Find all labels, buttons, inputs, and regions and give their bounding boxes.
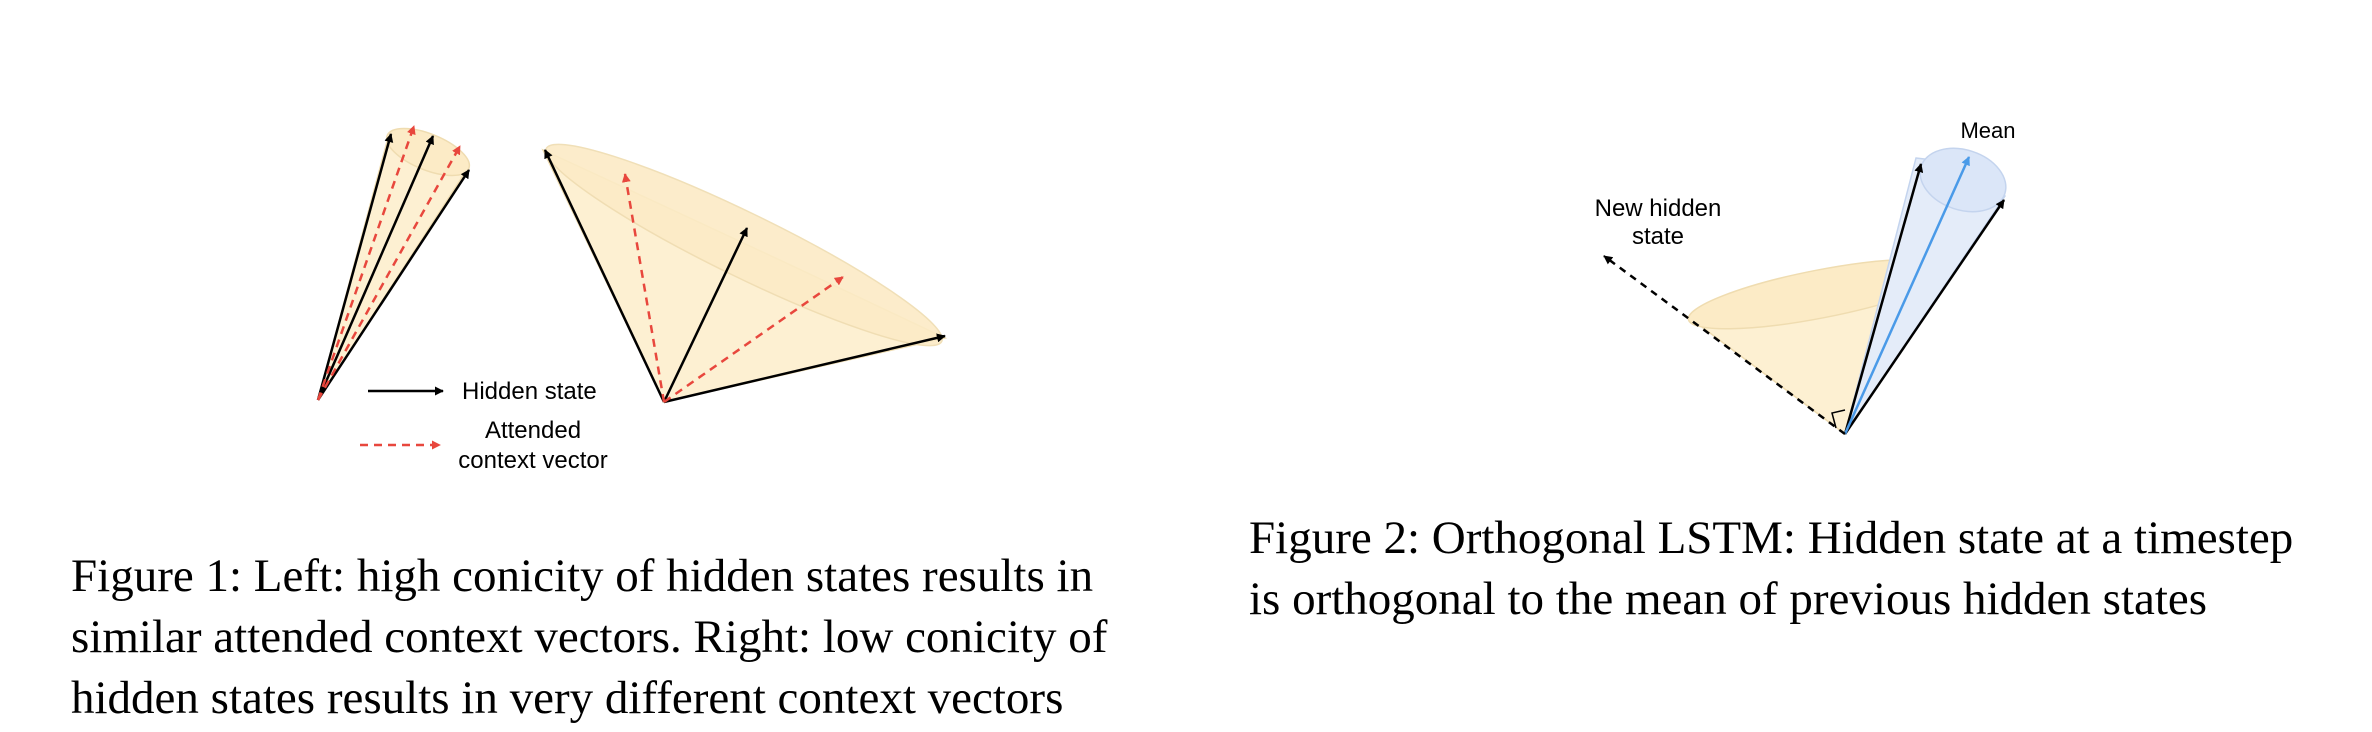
- figure2-caption-line: Figure 2: Orthogonal LSTM: Hidden state …: [1249, 512, 2294, 564]
- new-hidden-state-label-line1: New hidden: [1595, 195, 1722, 222]
- figure1-left-cone-diagram: [316, 125, 471, 401]
- hidden-state-arrow: [316, 169, 471, 401]
- legend-attended-label-line2: context vector: [458, 447, 607, 474]
- figure1-caption-line: hidden states results in very different …: [71, 672, 1064, 724]
- mean-label: Mean: [1960, 118, 2015, 143]
- figure2-caption: Figure 2: Orthogonal LSTM: Hidden state …: [1249, 508, 2369, 630]
- hidden-state-arrow: [1843, 199, 2006, 435]
- right-angle-marker: [1831, 409, 1846, 429]
- figure1-caption: Figure 1: Left: high conicity of hidden …: [71, 546, 1191, 729]
- figure1-caption-line: similar attended context vectors. Right:…: [71, 611, 1108, 663]
- legend-hidden-state-label: Hidden state: [462, 378, 597, 405]
- new-hidden-state-label-line2: state: [1632, 223, 1684, 250]
- context-vector-arrow: [621, 173, 666, 403]
- context-vector-arrow: [316, 145, 462, 401]
- figure1-legend: Hidden state Attended context vector: [360, 378, 608, 474]
- hidden-state-arrow: [662, 227, 749, 403]
- hidden-state-arrow: [1843, 163, 1924, 435]
- figure1-right-cone-diagram: [541, 143, 948, 404]
- legend-attended-label-line1: Attended: [485, 417, 581, 444]
- mean-arrow: [1843, 156, 1971, 435]
- figure2-caption-line: is orthogonal to the mean of previous hi…: [1249, 573, 2208, 625]
- new-hidden-state-arrow: [1603, 254, 1846, 436]
- figure1-caption-line: Figure 1: Left: high conicity of hidden …: [71, 550, 1094, 602]
- hidden-state-arrow: [543, 149, 666, 403]
- hidden-state-arrow: [316, 133, 394, 401]
- hidden-state-arrow: [316, 135, 435, 401]
- figure2-diagram: Mean New hidden state: [1595, 118, 2016, 436]
- context-vector-arrow: [316, 125, 416, 401]
- hidden-state-arrow: [663, 333, 946, 404]
